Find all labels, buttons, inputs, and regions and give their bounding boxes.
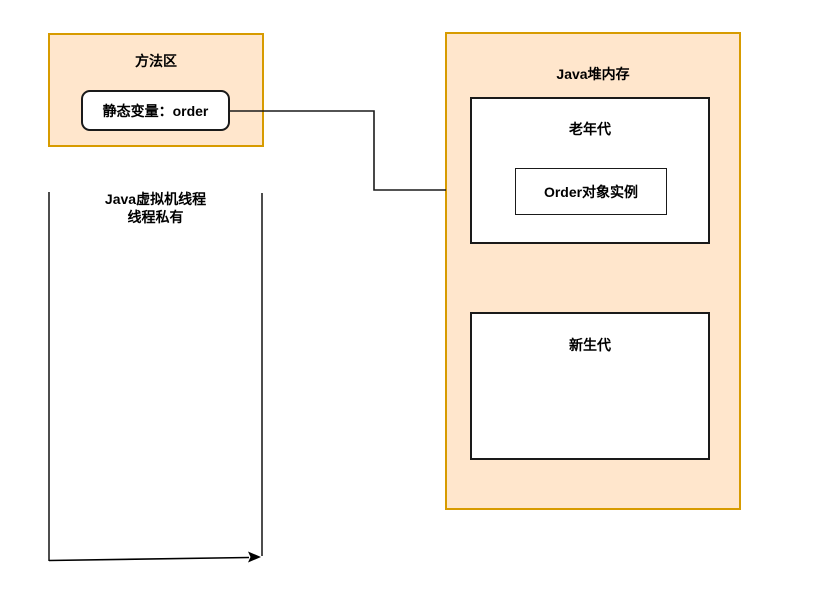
young-gen-title: 新生代 <box>569 337 611 353</box>
static-variable-box: 静态变量：order <box>81 90 230 131</box>
order-instance-box: Order对象实例 <box>515 168 667 215</box>
thread-region-bottom-arrow-shaft <box>48 556 250 562</box>
jvm-thread-line1: Java虚拟机线程 <box>104 191 207 207</box>
old-gen-title: 老年代 <box>569 121 611 137</box>
heap-title: Java堆内存 <box>556 66 630 82</box>
thread-region-arrowhead-icon <box>248 551 261 563</box>
order-instance-label: Order对象实例 <box>543 183 639 200</box>
young-gen-box <box>470 312 710 460</box>
static-variable-label: 静态变量：order <box>102 102 209 119</box>
method-area-title: 方法区 <box>135 53 177 69</box>
jvm-thread-line2: 线程私有 <box>127 209 184 225</box>
jvm-thread-label: Java虚拟机线程线程私有 <box>49 190 262 226</box>
